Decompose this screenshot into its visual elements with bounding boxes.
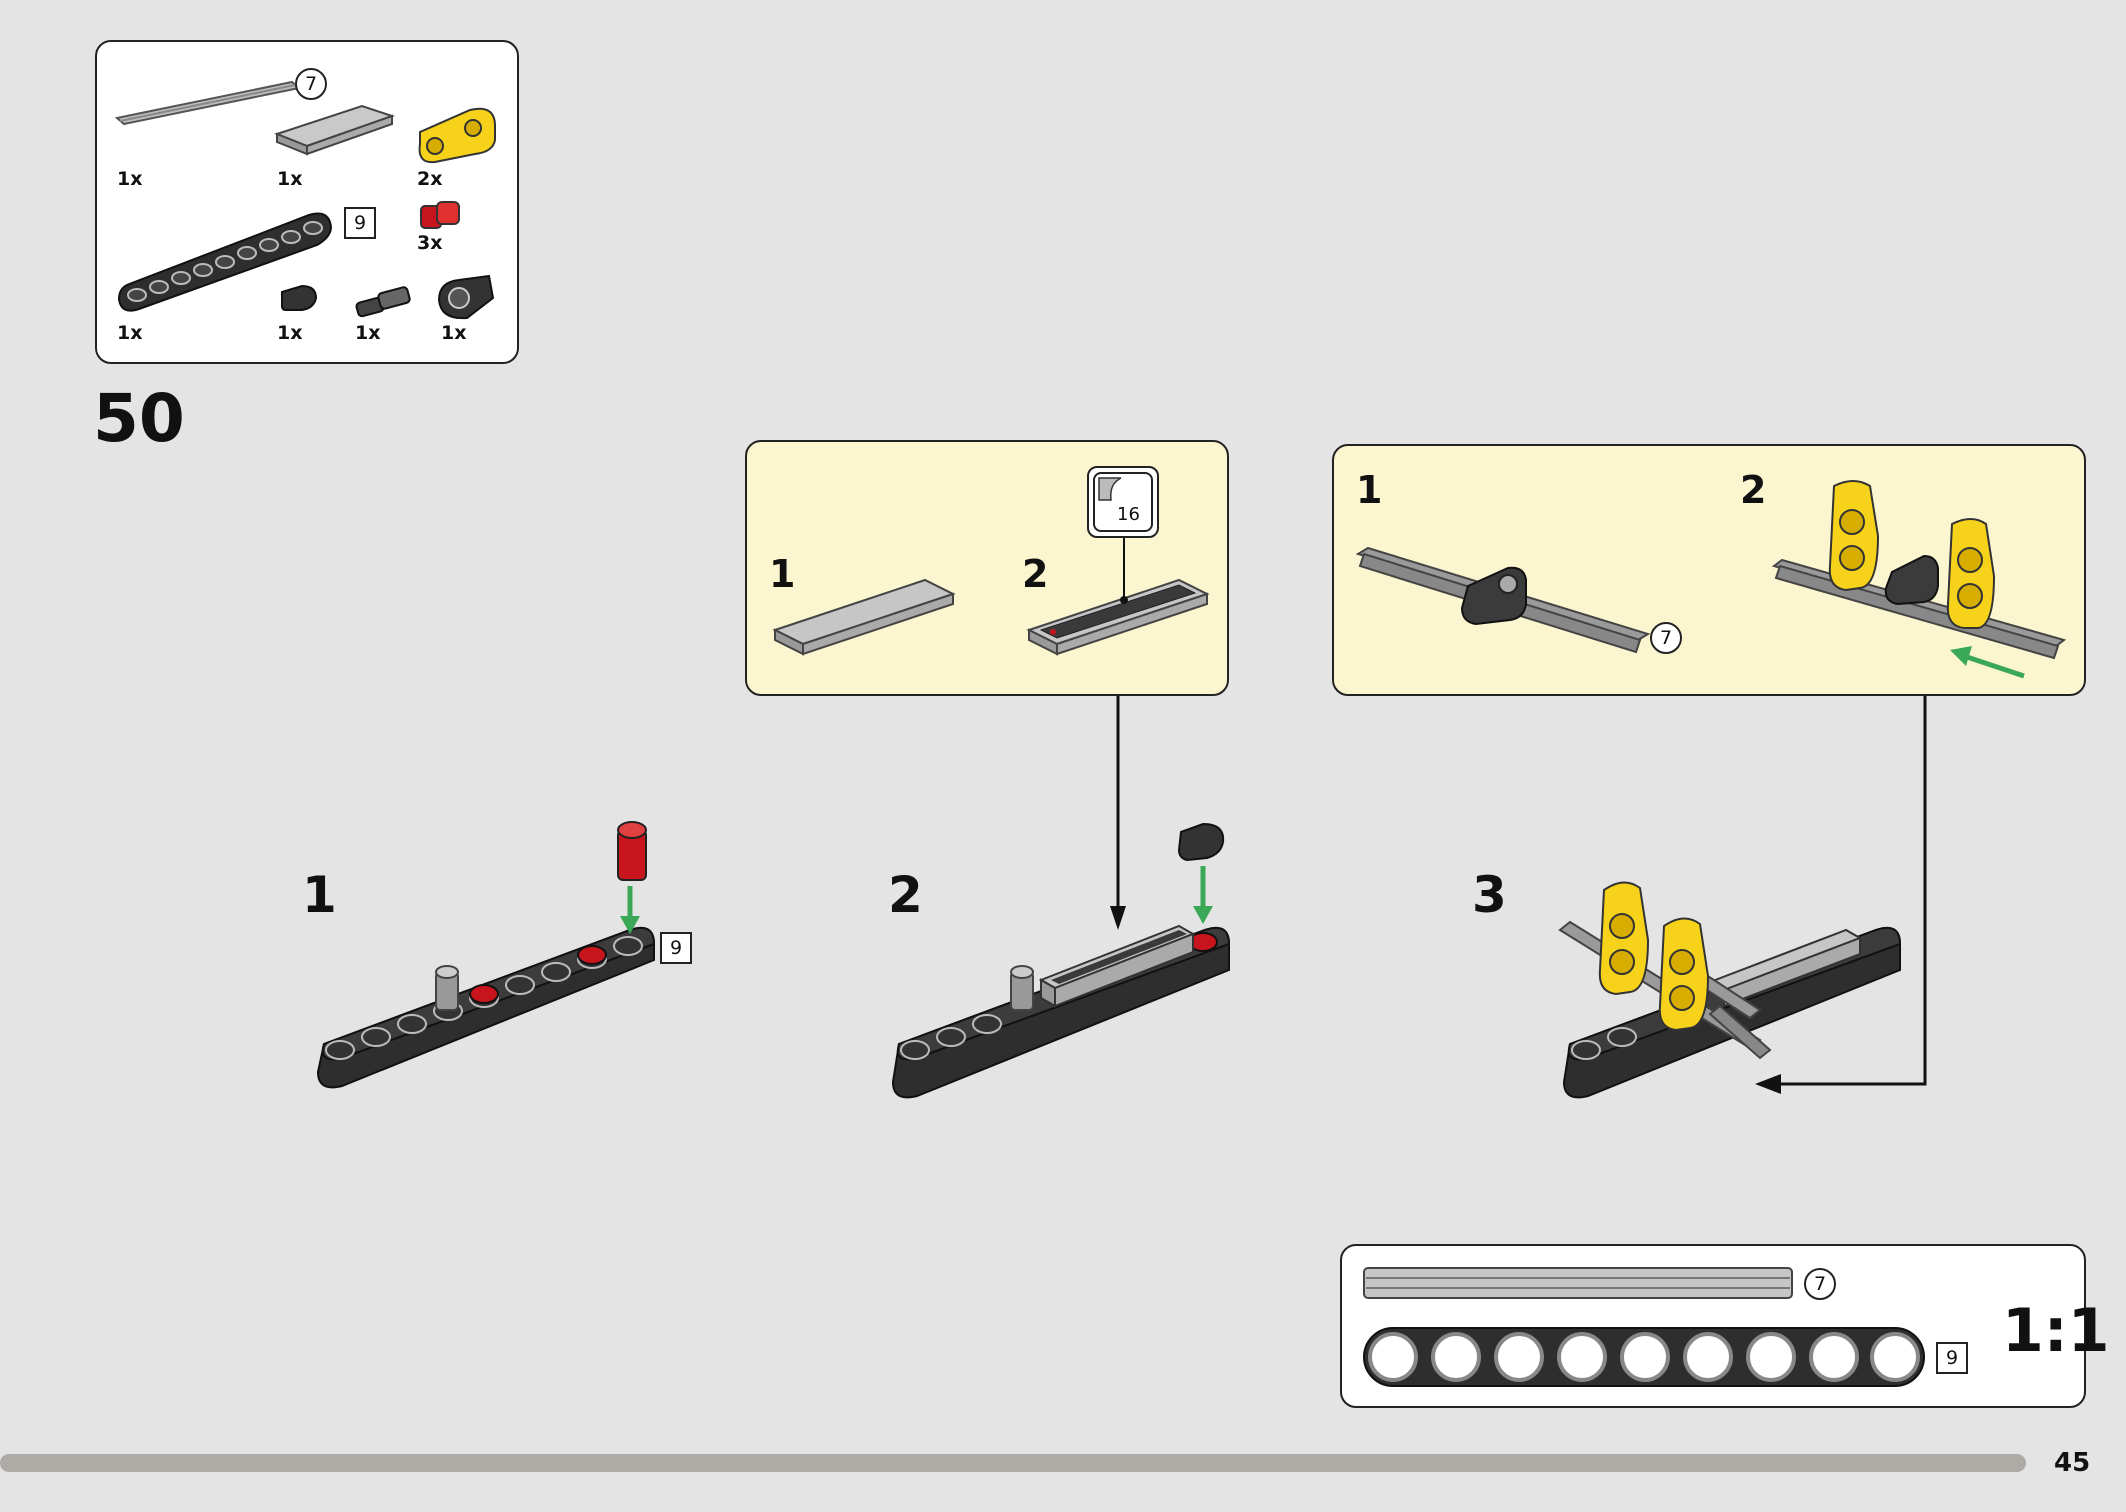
round-tile-qty: 1x [277, 322, 303, 344]
callout-b-pointer-arrow [1755, 696, 1927, 1094]
callout-axle-assembly: 1 7 2 [1332, 444, 2086, 696]
sticker-icon [1098, 477, 1122, 501]
substep-1-beam-assembly [316, 821, 656, 1089]
flat-tile-part-image [274, 104, 396, 156]
beam-length-badge: 9 [344, 207, 376, 239]
green-insert-arrow [1950, 646, 2025, 679]
substep-3-number: 3 [1472, 866, 1507, 924]
yellow-connector-part-image [418, 107, 496, 164]
scale-axle-image [1363, 1267, 1793, 1299]
page-progress-bar [0, 1454, 2026, 1472]
stickered-tile-image [1026, 578, 1210, 656]
sticker-pointer-line [1120, 538, 1128, 604]
page-number: 45 [2054, 1448, 2091, 1478]
axle-connector-part-image [437, 274, 495, 320]
substep-2-number: 2 [888, 866, 923, 924]
callout-b-substep-1: 1 [1356, 468, 1383, 512]
sticker-badge: 16 [1087, 466, 1159, 538]
flat-tile-qty: 1x [277, 168, 303, 190]
beam-qty: 1x [117, 322, 143, 344]
callout-a-substep-1: 1 [769, 552, 796, 596]
scale-guide-box: 7 9 1:1 [1340, 1244, 2110, 1408]
flat-tile-image [772, 578, 956, 656]
callout-tile-sticker: 1 2 16 [745, 440, 1229, 696]
callout-b-substep-2: 2 [1740, 468, 1767, 512]
scale-ratio: 1:1 [2002, 1296, 2110, 1366]
pin-connector-qty: 1x [355, 322, 381, 344]
substep-2-beam-assembly [891, 822, 1231, 1099]
axle-with-connector-image [1355, 546, 1651, 654]
callout-a-pointer-arrow [1110, 696, 1126, 930]
axle-connector-qty: 1x [441, 322, 467, 344]
scale-beam-length: 9 [1936, 1342, 1968, 1374]
step-number: 50 [93, 380, 185, 457]
scale-axle-length: 7 [1804, 1268, 1836, 1300]
yellow-connector-qty: 2x [417, 168, 443, 190]
substep-3-beam-assembly [1558, 881, 1902, 1099]
axle-length-badge: 7 [295, 68, 327, 100]
round-tile-part-image [281, 284, 318, 311]
pin-connector-part-image [355, 286, 411, 318]
sticker-number: 16 [1117, 504, 1140, 525]
red-pin-part-image [420, 201, 460, 229]
callout-b-axle-length: 7 [1650, 622, 1682, 654]
substep-1-number: 1 [302, 866, 337, 924]
red-pin-qty: 3x [417, 232, 443, 254]
axle-with-yellow-connectors-image [1771, 480, 2067, 660]
scale-beam-image [1363, 1327, 1925, 1387]
axle-qty: 1x [117, 168, 143, 190]
parts-list-box: 7 1x 1x 2x 3x 9 1x 1x 1x [95, 40, 519, 364]
beam-part-image [117, 212, 333, 312]
callout-a-substep-2: 2 [1022, 552, 1049, 596]
substep-1-beam-length-badge: 9 [660, 932, 692, 964]
